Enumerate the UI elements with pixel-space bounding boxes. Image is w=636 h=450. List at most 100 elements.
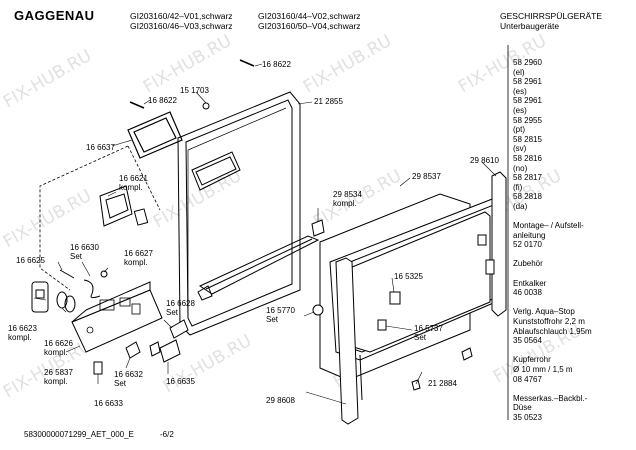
sidebar-line: 58 2961 bbox=[513, 77, 542, 87]
sidebar-line bbox=[513, 384, 592, 394]
part-label: kompl. bbox=[8, 333, 32, 342]
part-label: 16 6623 bbox=[8, 324, 37, 333]
sidebar-line bbox=[513, 250, 592, 260]
part-label: 16 6627 bbox=[124, 249, 153, 258]
dispenser-window bbox=[191, 151, 241, 191]
sidebar-line: anleitung bbox=[513, 230, 546, 240]
clip-part bbox=[197, 285, 213, 301]
brand-logo: GAGGENAU bbox=[14, 8, 95, 23]
part-label: kompl. bbox=[124, 258, 148, 267]
sidebar-line: (no) bbox=[513, 163, 528, 173]
sidebar-line bbox=[513, 298, 592, 308]
leader-lines bbox=[33, 63, 497, 405]
model-line: GI203160/44–V02,schwarz bbox=[258, 11, 361, 21]
cable-part bbox=[83, 279, 101, 299]
part-label: 15 1703 bbox=[180, 86, 209, 95]
part-label: 16 6626 bbox=[44, 339, 73, 348]
small-parts bbox=[93, 319, 189, 375]
sidebar-line: Entkalker bbox=[513, 278, 547, 288]
part-label: Set bbox=[166, 308, 179, 317]
sidebar-line bbox=[513, 212, 592, 222]
sidebar-line: (es) bbox=[513, 86, 527, 96]
sidebar-line: 58 2818 bbox=[513, 192, 542, 202]
part-label: Set bbox=[414, 333, 427, 342]
sidebar-list: 58 2960(el)58 2961(es)58 2961(es)58 2955… bbox=[513, 58, 592, 423]
category-title: GESCHIRRSPÜLGERÄTE bbox=[500, 11, 603, 21]
hinge-part bbox=[477, 234, 487, 246]
sidebar-line: 46 0038 bbox=[513, 288, 542, 298]
control-module bbox=[99, 185, 133, 227]
part-label: 16 8622 bbox=[262, 60, 291, 69]
part-label: 16 6635 bbox=[166, 377, 195, 386]
sidebar-line: Kupferrohr bbox=[513, 355, 551, 365]
part-label: 29 8610 bbox=[470, 156, 499, 165]
category-subtitle: Unterbaugeräte bbox=[500, 21, 560, 31]
model-line: GI203160/42–V01,schwarz bbox=[130, 11, 233, 21]
side-strip-29-8608 bbox=[335, 257, 359, 425]
sidebar-line: (sv) bbox=[513, 144, 527, 154]
sidebar-line: Messerkas.–Backbl.- bbox=[513, 393, 588, 403]
part-label: kompl. bbox=[44, 377, 68, 386]
part-label: 16 5737 bbox=[414, 324, 443, 333]
screw-16-8622b bbox=[129, 101, 145, 109]
sidebar-line: Düse bbox=[513, 403, 532, 413]
assembly-guide bbox=[39, 145, 161, 291]
sidebar-line: (da) bbox=[513, 201, 528, 211]
part-label: 16 6628 bbox=[166, 299, 195, 308]
sidebar-line: 08 4767 bbox=[513, 374, 542, 384]
sidebar-line: 58 2961 bbox=[513, 96, 542, 106]
sidebar-line: 52 0170 bbox=[513, 240, 542, 250]
part-label: kompl. bbox=[333, 199, 357, 208]
ring-part bbox=[56, 291, 76, 313]
screw-part bbox=[59, 269, 75, 279]
sidebar-line bbox=[513, 346, 592, 356]
sidebar-line: Verlg. Aqua–Stop bbox=[513, 307, 575, 317]
sidebar-line: (fi) bbox=[513, 182, 523, 192]
door-inner-panel bbox=[177, 91, 301, 336]
sidebar-line: (es) bbox=[513, 105, 527, 115]
part-label: 21 2855 bbox=[314, 97, 343, 106]
sidebar-line bbox=[513, 269, 592, 279]
sidebar-line: Kunststoffrohr 2,2 m bbox=[513, 317, 585, 327]
knob-part bbox=[312, 304, 324, 316]
sidebar-line: Ablaufschlauch 1,95m bbox=[513, 326, 592, 336]
control-board bbox=[71, 281, 163, 353]
doc-id: 58300000071299_AET_000_E bbox=[24, 430, 134, 439]
sidebar-line: Ø 10 mm / 1,5 m bbox=[513, 365, 573, 374]
sidebar-line: Zubehör bbox=[513, 259, 543, 269]
part-label: 16 8622 bbox=[148, 96, 177, 105]
part-label: Set bbox=[114, 379, 127, 388]
part-label: kompl. bbox=[119, 183, 143, 192]
knob-small bbox=[100, 270, 108, 278]
part-label: 21 2884 bbox=[428, 379, 457, 388]
sidebar-line: 58 2960 bbox=[513, 58, 542, 67]
part-label: 16 6633 bbox=[94, 399, 123, 408]
connector-part bbox=[377, 319, 387, 331]
clip-right bbox=[461, 347, 473, 361]
part-label: Set bbox=[70, 252, 83, 261]
sidebar-line: 35 0564 bbox=[513, 336, 542, 346]
screw-15-1703 bbox=[202, 102, 210, 110]
part-label: 26 5837 bbox=[44, 368, 73, 377]
part-label: 16 5325 bbox=[394, 272, 423, 281]
clip-bottom bbox=[411, 379, 421, 391]
part-label: kompl. bbox=[44, 348, 68, 357]
sidebar-line: Montage– / Aufstell- bbox=[513, 221, 584, 231]
part-label: 29 8537 bbox=[412, 172, 441, 181]
hinge-29-8534 bbox=[311, 219, 325, 237]
sidebar-line: (el) bbox=[513, 67, 525, 77]
part-label: 16 6621 bbox=[119, 174, 148, 183]
model-line: GI203160/46–V03,schwarz bbox=[130, 21, 233, 31]
part-label: Set bbox=[266, 315, 279, 324]
bottom-strip-21-2884 bbox=[359, 354, 363, 401]
model-line: GI203160/50–V04,schwarz bbox=[258, 21, 361, 31]
sidebar-line: 58 2815 bbox=[513, 134, 542, 144]
sidebar-line: 58 2816 bbox=[513, 153, 542, 163]
display-module bbox=[31, 281, 49, 313]
part-label: 16 5770 bbox=[266, 306, 295, 315]
sidebar-line: 35 0523 bbox=[513, 412, 542, 422]
cover-part bbox=[133, 208, 149, 226]
part-label: 16 6637 bbox=[86, 143, 115, 152]
part-label: 16 6630 bbox=[70, 243, 99, 252]
